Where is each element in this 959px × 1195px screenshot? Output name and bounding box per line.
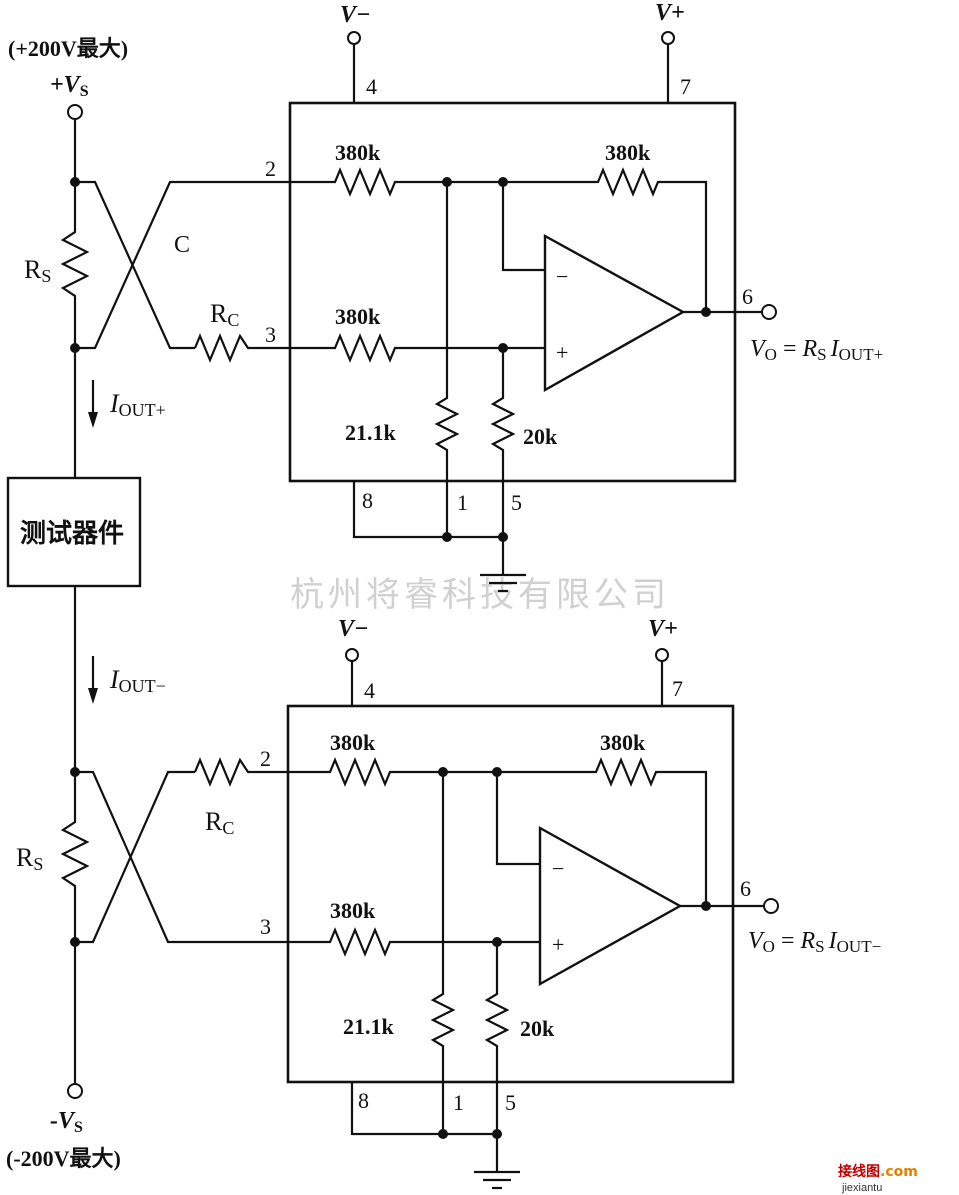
bottom-rfb-value: 380k (600, 730, 646, 755)
top-rs-label: RS (24, 255, 51, 286)
bottom-rs-label: RS (16, 843, 43, 874)
top-vplus-label: V+ (655, 0, 685, 26)
bottom-rfb-resistor (497, 757, 708, 906)
top-rfb-resistor (503, 167, 708, 312)
bottom-rref1-resistor (430, 772, 456, 1134)
bottom-pin8: 8 (358, 1088, 369, 1113)
top-opamp (543, 233, 686, 393)
top-output-terminal (761, 304, 777, 320)
bottom-rref2-resistor (484, 942, 510, 1172)
rc-top-resistor (193, 333, 290, 363)
top-pin8: 8 (362, 488, 373, 513)
top-chip-body (288, 101, 737, 483)
iout-minus-arrow-icon (88, 688, 98, 704)
top-rref2-resistor (490, 348, 516, 575)
bottom-pin4: 4 (364, 678, 375, 703)
supply-top-max: (+200V最大) (8, 36, 128, 61)
top-rref1-value: 21.1k (345, 420, 397, 445)
top-c-label: C (174, 232, 190, 258)
bottom-rref2-value: 20k (520, 1016, 555, 1041)
rs-top-resistor (60, 182, 90, 348)
supply-rail (6, 104, 142, 1099)
bottom-pin1: 1 (453, 1090, 464, 1115)
top-iout-label: IOUT+ (109, 389, 166, 420)
top-pin5: 5 (511, 490, 522, 515)
vs-plus-terminal (67, 104, 83, 120)
bottom-pin2: 2 (260, 746, 271, 771)
bottom-rin-plus-resistor (288, 927, 540, 957)
top-pin3: 3 (265, 322, 276, 347)
bottom-vminus-label: V− (338, 616, 369, 642)
top-rfb-value: 380k (605, 140, 651, 165)
top-amplifier (70, 31, 777, 593)
bottom-rin-minus-resistor (288, 757, 497, 787)
bottom-pin6: 6 (740, 876, 751, 901)
bottom-vplus-label: V+ (648, 616, 678, 642)
supply-bottom-label: -VS (50, 1108, 83, 1136)
top-rin-plus-resistor (290, 333, 545, 363)
supply-top-label: +VS (50, 72, 89, 100)
top-pin2: 2 (265, 156, 276, 181)
bottom-chip-body (286, 704, 735, 1084)
dut-box (6, 476, 142, 588)
bottom-rc-label: RC (205, 807, 234, 838)
bottom-pin5: 5 (505, 1090, 516, 1115)
bottom-output-terminal (763, 898, 779, 914)
top-rref2-value: 20k (523, 424, 558, 449)
top-rin-minus-resistor (290, 167, 503, 197)
bottom-pin7: 7 (672, 676, 683, 701)
top-op-plus: + (556, 340, 568, 365)
top-pin1: 1 (457, 490, 468, 515)
corner-logo-sub: jiexiantu (841, 1182, 882, 1194)
top-op-minus: − (556, 264, 568, 289)
watermark: 杭州将睿科技有限公司 (290, 575, 670, 615)
bottom-opamp (538, 825, 683, 987)
top-rref1-resistor (434, 182, 460, 537)
top-vminus-label: V− (340, 2, 371, 28)
top-rc-label: RC (210, 299, 239, 330)
top-pin6: 6 (742, 284, 753, 309)
dut-label: 测试器件 (20, 519, 124, 549)
rs-bottom-resistor (60, 772, 90, 942)
bottom-op-minus: − (552, 856, 564, 881)
bottom-rin-plus-value: 380k (330, 898, 376, 923)
top-rin-plus-value: 380k (335, 304, 381, 329)
top-pin4: 4 (366, 74, 377, 99)
iout-plus-arrow-icon (88, 412, 98, 428)
bottom-amplifier (70, 648, 779, 1190)
top-pin7: 7 (680, 74, 691, 99)
bottom-pin3: 3 (260, 914, 271, 939)
supply-bottom-max: (-200V最大) (6, 1146, 121, 1171)
rc-bottom-resistor (193, 757, 288, 787)
top-rin-minus-value: 380k (335, 140, 381, 165)
vs-minus-terminal (67, 1083, 83, 1099)
bottom-rref1-value: 21.1k (343, 1014, 395, 1039)
bottom-rin-minus-value: 380k (330, 730, 376, 755)
bottom-iout-label: IOUT− (109, 665, 166, 696)
bottom-op-plus: + (552, 932, 564, 957)
corner-logo: 接线图.com (838, 1163, 918, 1180)
